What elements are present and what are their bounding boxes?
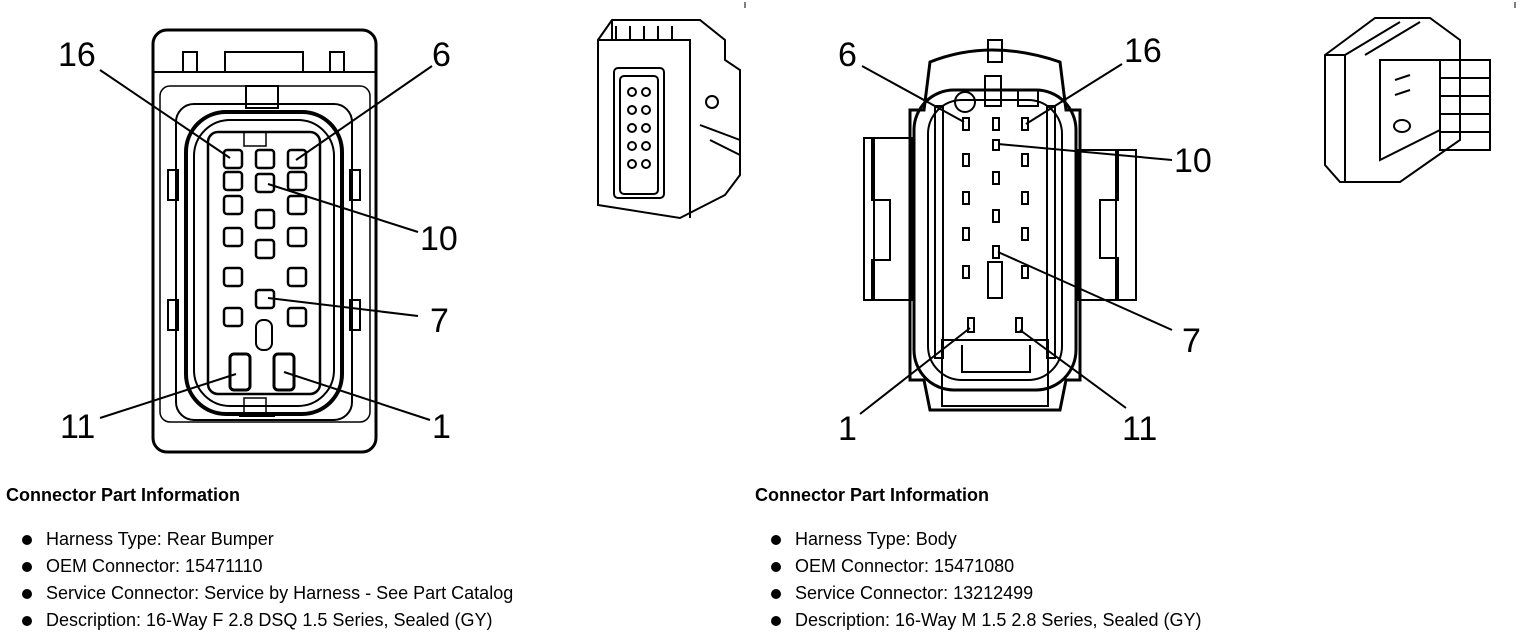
right-pin-label-16: 16 <box>1124 32 1162 70</box>
left-connector-info: Connector Part Information Harness Type:… <box>6 484 706 634</box>
right-info-description: Description: 16-Way M 1.5 2.8 Series, Se… <box>795 610 1202 630</box>
list-item: Harness Type: Body <box>755 526 1455 553</box>
bullet-icon <box>771 562 781 572</box>
right-connector-pins <box>962 117 1029 333</box>
left-pin-label-6: 6 <box>432 36 451 74</box>
left-pin-label-1: 1 <box>432 408 451 446</box>
bullet-icon <box>22 589 32 599</box>
left-connector-cavities <box>222 148 308 392</box>
right-info-title: Connector Part Information <box>755 485 990 505</box>
right-info-service-connector: Service Connector: 13212499 <box>795 583 1034 603</box>
right-pin-labels: 6 16 10 7 1 11 <box>838 32 1212 448</box>
list-item: OEM Connector: 15471110 <box>6 553 706 580</box>
right-connector-info: Connector Part Information Harness Type:… <box>755 484 1455 634</box>
right-info-oem-connector: OEM Connector: 15471080 <box>795 556 1015 576</box>
right-connector-3d-view <box>1324 17 1491 183</box>
left-info-title: Connector Part Information <box>6 485 241 505</box>
right-info-list: Harness Type: Body OEM Connector: 154710… <box>755 526 1455 634</box>
right-pin-label-6: 6 <box>838 36 857 74</box>
left-pin-label-7: 7 <box>430 302 449 340</box>
list-item: Service Connector: Service by Harness - … <box>6 580 706 607</box>
right-connector-face <box>863 39 1137 412</box>
right-leader-lines <box>859 63 1173 415</box>
right-info-harness-type: Harness Type: Body <box>795 529 957 549</box>
left-info-list: Harness Type: Rear Bumper OEM Connector:… <box>6 526 706 634</box>
bullet-icon <box>22 535 32 545</box>
left-info-oem-connector: OEM Connector: 15471110 <box>46 556 263 576</box>
left-connector-3d-view <box>597 19 741 220</box>
right-pin-label-10: 10 <box>1174 142 1212 180</box>
right-pin-label-1: 1 <box>838 410 857 448</box>
left-pin-label-10: 10 <box>420 220 458 258</box>
right-pin-label-7: 7 <box>1182 322 1201 360</box>
left-leader-lines <box>99 65 433 421</box>
left-info-harness-type: Harness Type: Rear Bumper <box>46 529 274 549</box>
list-item: OEM Connector: 15471080 <box>755 553 1455 580</box>
bullet-icon <box>771 589 781 599</box>
left-pin-label-11: 11 <box>60 408 95 446</box>
bullet-icon <box>771 616 781 626</box>
list-item: Description: 16-Way F 2.8 DSQ 1.5 Series… <box>6 607 706 634</box>
list-item: Service Connector: 13212499 <box>755 580 1455 607</box>
bullet-icon <box>771 535 781 545</box>
right-pin-label-11: 11 <box>1122 410 1157 448</box>
left-pin-label-16: 16 <box>58 36 96 74</box>
connector-diagram: 16 6 10 7 11 1 6 16 10 7 1 11 <box>58 2 1516 454</box>
list-item: Harness Type: Rear Bumper <box>6 526 706 553</box>
list-item: Description: 16-Way M 1.5 2.8 Series, Se… <box>755 607 1455 634</box>
left-info-service-connector: Service Connector: Service by Harness - … <box>46 583 514 603</box>
bullet-icon <box>22 562 32 572</box>
left-info-description: Description: 16-Way F 2.8 DSQ 1.5 Series… <box>46 610 493 630</box>
bullet-icon <box>22 616 32 626</box>
left-pin-labels: 16 6 10 7 11 1 <box>58 36 458 446</box>
left-connector-face <box>151 28 378 454</box>
